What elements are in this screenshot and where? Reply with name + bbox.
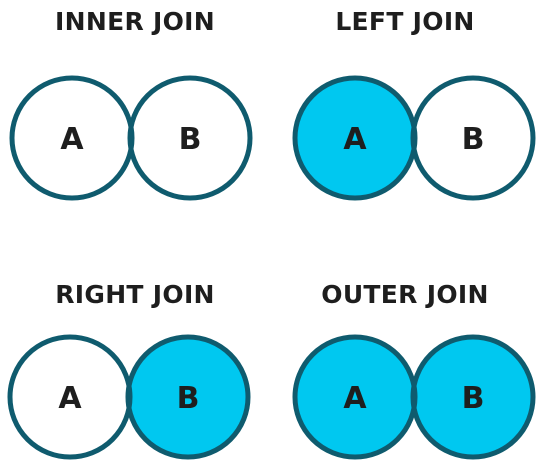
inner-join-label-a: A (60, 122, 84, 157)
outer-join-circle-b-outline (410, 334, 536, 460)
left-join-label-a: A (343, 122, 367, 157)
left-join-title: LEFT JOIN (335, 7, 475, 36)
inner-join-title: INNER JOIN (55, 7, 215, 36)
right-join-title: RIGHT JOIN (55, 280, 215, 309)
outer-join-circle-a-fill (295, 337, 415, 457)
left-join-label-b: B (462, 122, 485, 157)
right-join-circle-b-fill (128, 337, 248, 457)
outer-join-label-b: B (462, 381, 485, 416)
left-join-circle-b-outline (410, 75, 536, 201)
inner-join-circle-a-fill (12, 78, 132, 198)
right-join-label-a: A (58, 381, 82, 416)
outer-join-circle-b-fill (413, 337, 533, 457)
inner-join-circle-b-fill (130, 78, 250, 198)
right-join-circle-a-fill (10, 337, 130, 457)
right-join-label-b: B (177, 381, 200, 416)
outer-join-label-a: A (343, 381, 367, 416)
inner-join-circle-b-outline (127, 75, 253, 201)
inner-join-label-b: B (179, 122, 202, 157)
left-join-circle-a-fill (295, 78, 415, 198)
left-join-circle-b-fill (413, 78, 533, 198)
outer-join-title: OUTER JOIN (321, 280, 489, 309)
right-join-circle-b-outline (125, 334, 251, 460)
